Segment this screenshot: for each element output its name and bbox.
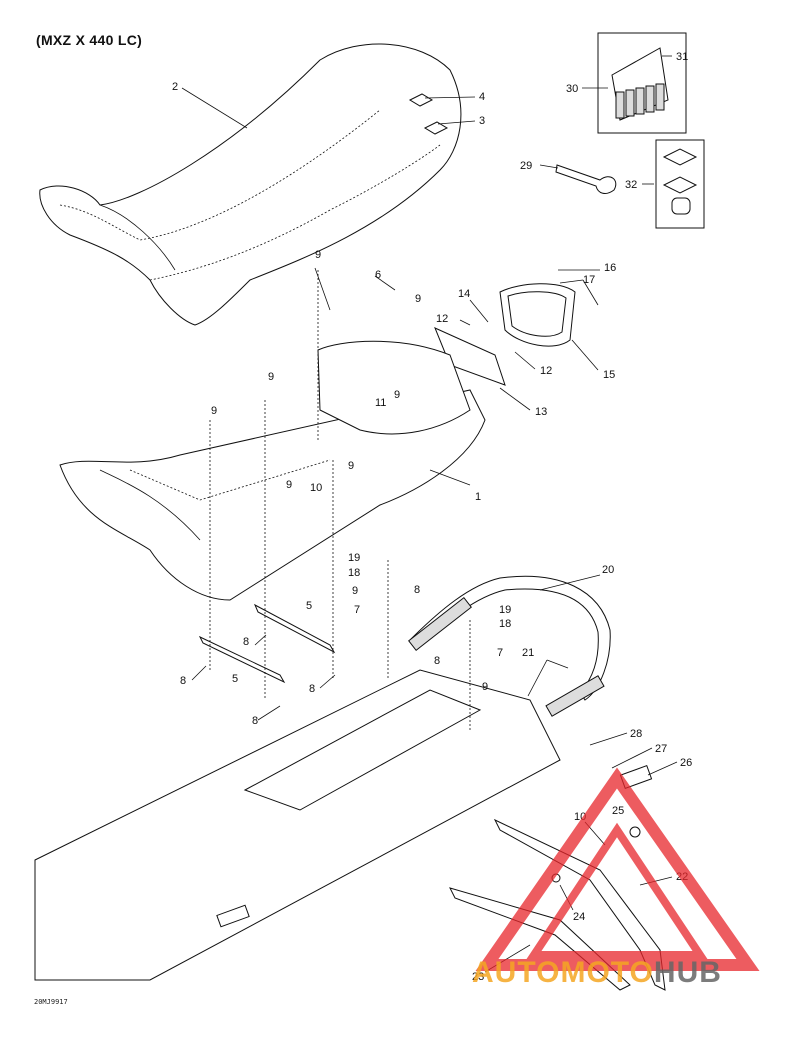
tail-light [499,283,576,347]
callout-9h: 9 [352,585,358,597]
callout-13: 13 [535,406,547,418]
callout-19a: 19 [348,552,360,564]
tunnel [34,669,561,981]
callout-32: 32 [625,179,637,191]
callout-6: 6 [375,269,381,281]
callout-8a: 8 [414,584,420,596]
callout-8b: 8 [243,636,249,648]
watermark-part2: HUB [653,956,722,989]
callout-18a: 18 [348,567,360,579]
callout-8f: 8 [252,715,258,727]
callout-5b: 5 [232,673,238,685]
diagram-code: 20MJ9917 [34,998,68,1006]
callout-8c: 8 [434,655,440,667]
callout-9i: 9 [482,681,488,693]
callout-2: 2 [172,81,178,93]
watermark-part1: AUTOMOTO [472,956,654,989]
callout-9e: 9 [211,405,217,417]
callout-1: 1 [475,491,481,503]
callout-19b: 19 [499,604,511,616]
callout-25: 25 [612,805,624,817]
callout-30: 30 [566,83,578,95]
mounting-bracket-upper [253,603,336,654]
diagram-title: (MXZ X 440 LC) [36,32,143,48]
callout-9f: 9 [286,479,292,491]
callout-15: 15 [603,369,615,381]
watermark-logo [475,767,760,971]
callout-3: 3 [479,115,485,127]
callout-9c: 9 [394,389,400,401]
grommet-kit-box [655,139,705,229]
callout-12a: 12 [436,313,448,325]
spanner-wrench [555,164,617,194]
callout-10a: 10 [310,482,322,494]
callout-8d: 8 [180,675,186,687]
callout-16: 16 [604,262,616,274]
callout-27: 27 [655,743,667,755]
callout-9b: 9 [415,293,421,305]
callout-18b: 18 [499,618,511,630]
callout-23: 23 [472,971,484,983]
callout-9g: 9 [348,460,354,472]
callout-24: 24 [573,911,585,923]
callout-31: 31 [676,51,688,63]
callout-7a: 7 [354,604,360,616]
grab-handle [408,575,611,717]
mounting-bracket-lower [198,635,286,684]
callout-28: 28 [630,728,642,740]
callout-9a: 9 [315,249,321,261]
callout-17: 17 [583,274,595,286]
callout-5a: 5 [306,600,312,612]
assembly-lines [209,270,471,730]
callout-26: 26 [680,757,692,769]
callout-14: 14 [458,288,470,300]
callout-7b: 7 [497,647,503,659]
callout-20: 20 [602,564,614,576]
watermark-text: AUTOMOTOHUB [472,956,722,990]
callout-29: 29 [520,160,532,172]
callout-21: 21 [522,647,534,659]
seat-base-frame [59,340,486,601]
callout-12b: 12 [540,365,552,377]
callout-8e: 8 [309,683,315,695]
callout-4: 4 [479,91,485,103]
callout-9d: 9 [268,371,274,383]
seat [39,43,462,326]
leader-lines [181,55,678,973]
callout-11: 11 [375,397,386,409]
tool-kit-box [597,32,687,134]
